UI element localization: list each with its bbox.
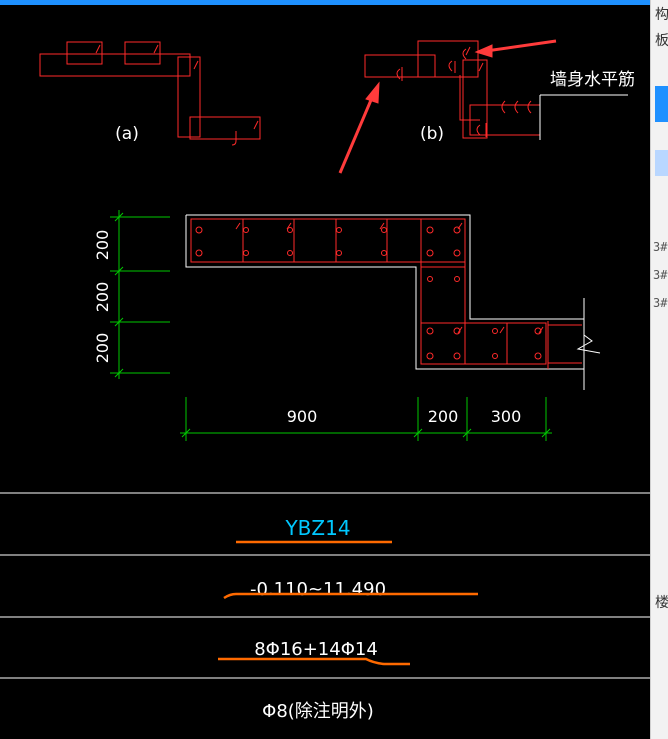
wall-horizontal-bars-label: 墙身水平筋: [550, 70, 635, 90]
dim-vertical-2: 200: [93, 282, 112, 313]
rebar-cage: [190, 218, 547, 365]
stirrup-spec: Φ8(除注明外): [262, 701, 374, 722]
panel-char-1: 构: [655, 7, 668, 23]
longitudinal-rebar: 8Φ16+14Φ14: [254, 639, 378, 660]
rebar-detail-drawing: (a) 墙身水平筋 (b): [0, 39, 650, 722]
cad-canvas[interactable]: (a) 墙身水平筋 (b): [0, 5, 650, 739]
detail-a-sketch: [39, 41, 261, 146]
panel-char-2: 板: [655, 33, 668, 49]
dim-vertical-3: 200: [93, 333, 112, 364]
panel-hash-1: 3#: [653, 240, 668, 254]
horizontal-dimension: [180, 397, 552, 441]
panel-blue-tab[interactable]: [655, 86, 668, 122]
wall-column-name: YBZ14: [284, 516, 350, 540]
label-a: (a): [115, 124, 139, 144]
window-title-bar: [0, 0, 650, 5]
rebar-bars: [195, 226, 542, 360]
right-side-panel[interactable]: 构 板 3# 3# 3# 楼: [650, 0, 668, 739]
dim-horizontal-1: 900: [287, 407, 318, 426]
arrow-left: [338, 92, 376, 174]
panel-hash-2: 3#: [653, 268, 668, 282]
arrow-annotations: [338, 39, 557, 174]
vertical-dimension: [110, 210, 170, 379]
detail-b-sketch: [364, 40, 541, 139]
spare-wall-bars: [547, 321, 582, 369]
vertical-dimension-labels: 200 200 200: [93, 230, 112, 364]
underline-rebar: [218, 657, 410, 666]
elevation-range: -0.110~11.490: [250, 579, 386, 600]
dim-horizontal-2: 200: [428, 407, 459, 426]
info-table-lines: [0, 492, 650, 679]
dim-vertical-1: 200: [93, 230, 112, 261]
label-b: (b): [420, 124, 444, 144]
panel-light-tab[interactable]: [655, 150, 668, 176]
panel-char-3: 楼: [655, 595, 668, 611]
wall-bar-leader: [539, 94, 628, 140]
arrow-right: [485, 39, 557, 53]
underline-elevation: [223, 592, 478, 600]
dim-horizontal-3: 300: [491, 407, 522, 426]
panel-hash-3: 3#: [653, 296, 668, 310]
wall-outline: [185, 214, 601, 390]
horizontal-dimension-labels: 900 200 300: [287, 407, 522, 426]
